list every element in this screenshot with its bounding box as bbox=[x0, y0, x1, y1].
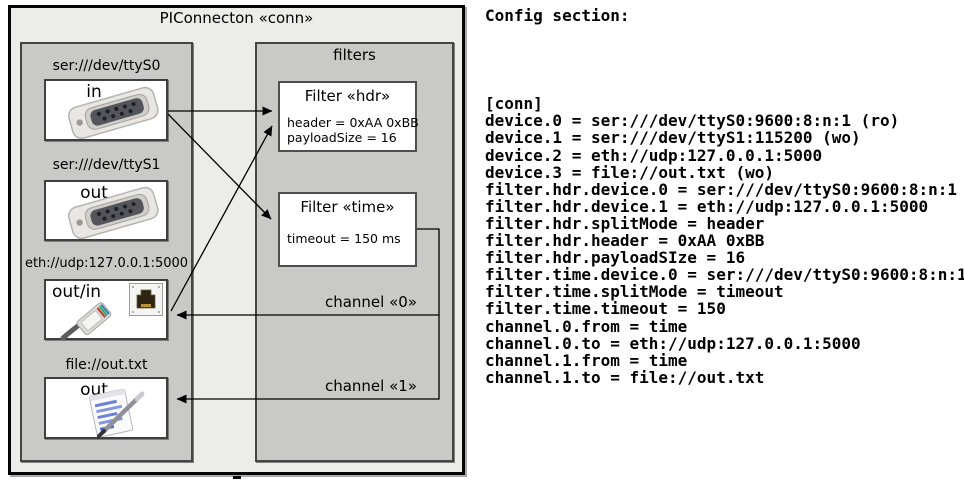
ethernet-port-icon bbox=[129, 283, 163, 316]
config-line: filter.hdr.device.1 = eth://udp:127.0.0.… bbox=[485, 196, 929, 216]
serial-db9-icon bbox=[67, 186, 159, 239]
filter-hdr-attr-header: header = 0xAA 0xBB bbox=[287, 115, 419, 130]
channel-1-label: channel «1» bbox=[324, 377, 417, 395]
filters-section-label: filters bbox=[333, 46, 376, 64]
filter-time-attr-timeout: timeout = 150 ms bbox=[287, 231, 401, 246]
device-eth-label: eth://udp:127.0.0.1:5000 bbox=[24, 256, 189, 271]
channel-0-label: channel «0» bbox=[324, 293, 417, 311]
device-ttys0-box: in bbox=[44, 79, 168, 141]
config-line: filter.hdr.header = 0xAA 0xBB bbox=[485, 231, 765, 251]
device-ttys0-io-label: in bbox=[86, 82, 102, 102]
config-line: filter.time.device.0 = ser:///dev/ttyS0:… bbox=[485, 265, 964, 285]
filter-time-title: Filter «time» bbox=[300, 198, 395, 216]
config-line: filter.time.splitMode = timeout bbox=[485, 282, 784, 302]
config-line: channel.1.to = file://out.txt bbox=[485, 367, 765, 387]
filter-hdr-attrs: header = 0xAA 0xBB payloadSize = 16 bbox=[287, 115, 419, 145]
device-ttys1-label: ser:///dev/ttyS1 bbox=[52, 157, 161, 173]
config-line: device.1 = ser:///dev/ttyS1:115200 (wo) bbox=[485, 128, 861, 148]
config-section-heading: Config section: bbox=[485, 6, 630, 25]
config-lines: [conn]device.0 = ser:///dev/ttyS0:9600:8… bbox=[485, 44, 964, 386]
filter-time-attrs: timeout = 150 ms bbox=[287, 231, 401, 246]
config-line: filter.hdr.device.0 = ser:///dev/ttyS0:9… bbox=[485, 179, 958, 199]
device-ttys0-label: ser:///dev/ttyS0 bbox=[52, 58, 161, 74]
device-file-box: out bbox=[44, 377, 168, 439]
filter-hdr-attr-payloadsize: payloadSize = 16 bbox=[287, 130, 397, 145]
filter-time-box: Filter «time» timeout = 150 ms bbox=[278, 192, 417, 267]
rj45-plug-icon bbox=[60, 302, 112, 340]
device-eth-box: out/in bbox=[44, 279, 168, 340]
diagram-title: PIConnecton «conn» bbox=[159, 9, 314, 27]
device-eth-io-label: out/in bbox=[52, 282, 102, 302]
config-line: [conn] bbox=[485, 94, 543, 114]
device-ttys1-box: out bbox=[44, 180, 168, 241]
config-line: channel.0.from = time bbox=[485, 316, 688, 336]
config-line: device.3 = file://out.txt (wo) bbox=[485, 162, 774, 182]
serial-db9-icon bbox=[67, 86, 159, 139]
filter-hdr-box: Filter «hdr» header = 0xAA 0xBB payloadS… bbox=[278, 81, 419, 152]
config-line: device.0 = ser:///dev/ttyS0:9600:8:n:1 (… bbox=[485, 111, 900, 131]
config-line: channel.1.from = time bbox=[485, 350, 688, 370]
filter-hdr-title: Filter «hdr» bbox=[304, 87, 391, 105]
config-line: channel.0.to = eth://udp:127.0.0.1:5000 bbox=[485, 333, 861, 353]
device-file-label: file://out.txt bbox=[65, 357, 148, 373]
notepad-icon bbox=[88, 388, 145, 438]
device-ttys1-io-label: out bbox=[80, 183, 108, 203]
config-line: filter.hdr.payloadSIze = 16 bbox=[485, 248, 746, 268]
config-line: device.2 = eth://udp:127.0.0.1:5000 bbox=[485, 145, 823, 165]
artifact-tick bbox=[233, 476, 241, 479]
config-line: filter.time.timeout = 150 bbox=[485, 299, 726, 319]
config-line: filter.hdr.splitMode = header bbox=[485, 213, 765, 233]
